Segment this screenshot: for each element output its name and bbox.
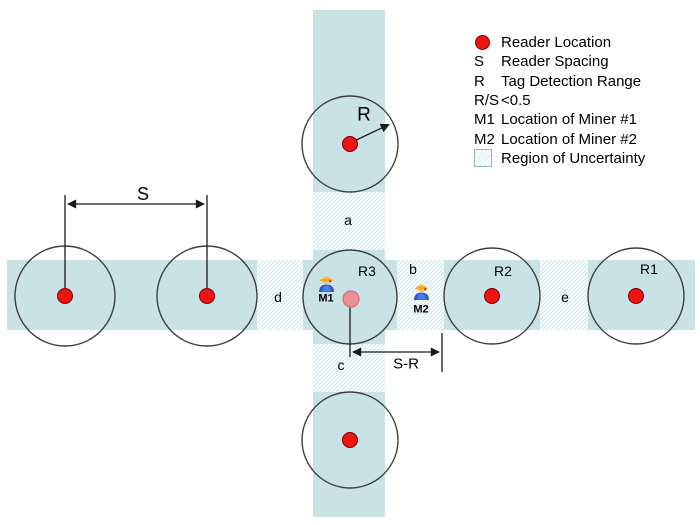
label-miner-1: M1 <box>318 292 334 305</box>
legend: Reader Location S Reader Spacing R Tag D… <box>474 33 645 168</box>
detection-circle-bottom <box>301 391 399 489</box>
reader-dot-bottom <box>342 432 358 448</box>
legend-row-rs-ratio: R/S <0.5 <box>474 91 645 110</box>
uncertainty-region-c <box>313 344 385 392</box>
label-reader-r3: R3 <box>358 263 376 279</box>
label-region-c: c <box>337 357 345 373</box>
legend-label: Tag Detection Range <box>501 72 642 90</box>
label-region-d: d <box>274 289 282 305</box>
s-minus-r-arrow <box>349 307 443 372</box>
legend-row-tag-detection-range: R Tag Detection Range <box>474 72 645 91</box>
legend-label: Reader Location <box>501 34 612 52</box>
label-region-a: a <box>344 212 352 228</box>
detection-circle-r2 <box>443 247 541 345</box>
legend-row-miner1: M1 Location of Miner #1 <box>474 110 645 129</box>
label-reader-r1: R1 <box>640 261 658 277</box>
legend-row-miner2: M2 Location of Miner #2 <box>474 129 645 148</box>
reader-dot-left2 <box>199 288 215 304</box>
legend-label: Region of Uncertainty <box>501 149 646 167</box>
legend-row-region-of-uncertainty: Region of Uncertainty <box>474 149 645 168</box>
legend-label: Location of Miner #2 <box>501 130 637 148</box>
legend-label: Reader Spacing <box>501 53 609 71</box>
miner-tag-dot <box>342 290 360 308</box>
legend-symbol: R <box>474 72 485 90</box>
reader-dot-r2 <box>484 288 500 304</box>
label-region-b: b <box>409 261 417 277</box>
legend-row-reader-location: Reader Location <box>474 33 645 52</box>
label-miner-2: M2 <box>413 303 429 316</box>
uncertainty-region-a <box>313 192 385 250</box>
legend-label: <0.5 <box>501 92 531 110</box>
label-s-minus-r: S-R <box>393 355 419 373</box>
detection-circle-top <box>301 95 399 193</box>
uncertainty-region-e <box>540 260 588 330</box>
s-dimension-arrow <box>64 195 208 288</box>
label-reader-spacing: S <box>136 184 150 204</box>
legend-symbol: M2 <box>474 130 495 148</box>
legend-symbol: R/S <box>474 92 500 110</box>
reader-dot-left1 <box>57 288 73 304</box>
detection-circle-r1 <box>587 247 685 345</box>
label-reader-r2: R2 <box>494 263 512 279</box>
legend-label: Location of Miner #1 <box>501 111 637 129</box>
legend-row-reader-spacing: S Reader Spacing <box>474 52 645 71</box>
label-region-e: e <box>561 289 569 305</box>
label-detection-range: R <box>357 104 371 126</box>
reader-dot-r1 <box>628 288 644 304</box>
legend-symbol: M1 <box>474 111 495 129</box>
reader-dot-top <box>342 136 358 152</box>
reader-location-dot-icon <box>475 35 490 51</box>
uncertainty-hatch-swatch-icon <box>474 149 492 168</box>
uncertainty-region-d <box>257 260 303 330</box>
legend-symbol: S <box>474 53 485 71</box>
